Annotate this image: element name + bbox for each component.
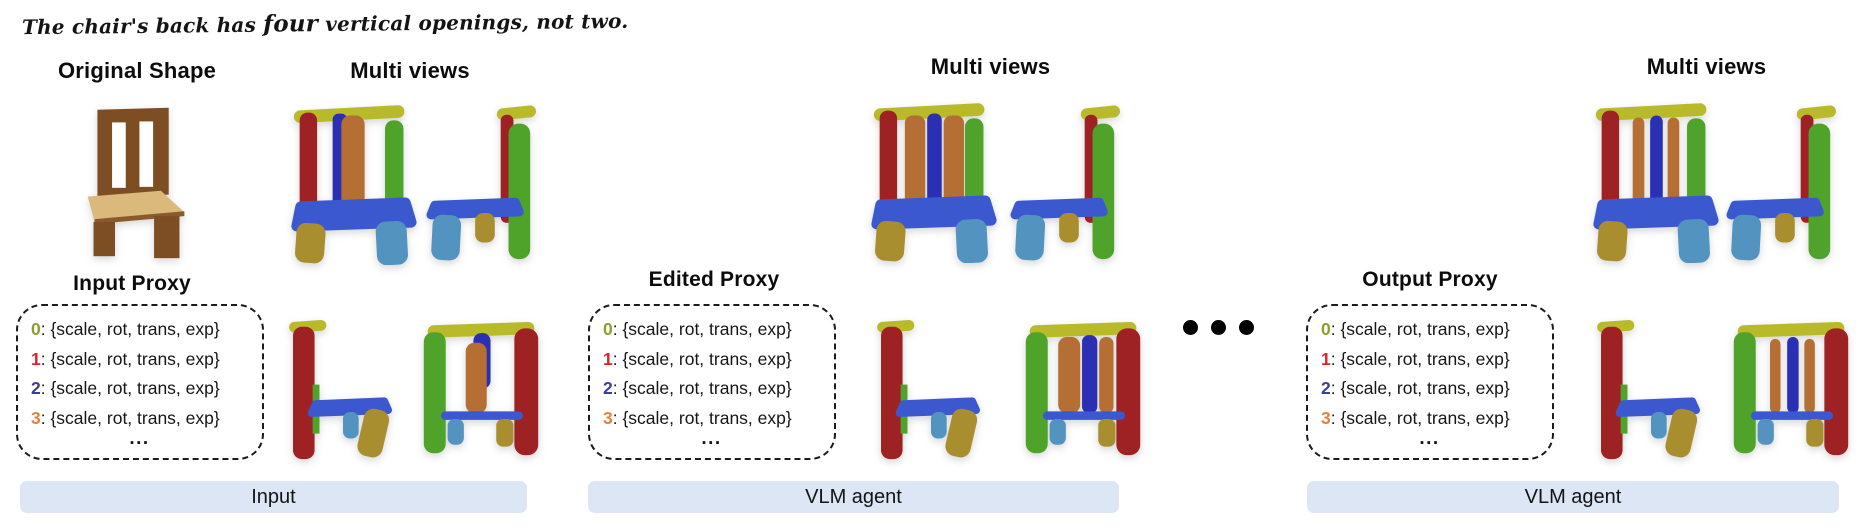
proxy-part-index: 3: [603, 407, 613, 428]
proxy-part-params: : {scale, rot, trans, exp}: [612, 319, 792, 339]
input-stage-bar: Input: [20, 481, 527, 513]
output-multiview-profile-render: [1594, 316, 1707, 463]
proxy-row: 3: {scale, rot, trans, exp}: [31, 404, 262, 434]
proxy-row: 3: {scale, rot, trans, exp}: [603, 404, 834, 434]
edited-multiview-side-render: [1008, 100, 1126, 267]
proxy-part-params: : {scale, rot, trans, exp}: [40, 348, 220, 369]
input-multiview-profile-render: [286, 316, 399, 463]
input-multiview-front-render: [288, 104, 418, 265]
proxy-row: 1: {scale, rot, trans, exp}: [603, 345, 834, 375]
edited-proxy-box: 0: {scale, rot, trans, exp} 1: {scale, r…: [588, 304, 836, 460]
dot-icon: [1211, 320, 1226, 335]
edited-multiview-back-render: [1025, 321, 1141, 456]
proxy-part-index: 3: [1321, 407, 1331, 428]
dot-icon: [1239, 320, 1254, 335]
proxy-part-index: 2: [1321, 378, 1331, 398]
proxy-part-index: 0: [31, 319, 41, 339]
proxy-row: 3: {scale, rot, trans, exp}: [1321, 404, 1552, 434]
input-proxy-header: Input Proxy: [73, 272, 191, 295]
annotation-prefix: The chair's back has: [21, 12, 264, 40]
proxy-part-index: 0: [1321, 319, 1331, 339]
proxy-part-index: 1: [603, 348, 613, 369]
edited-multiview-front-render: [868, 102, 998, 263]
original-shape-header: Original Shape: [57, 58, 217, 83]
annotation-suffix: vertical openings, not two.: [317, 8, 629, 37]
proxy-part-params: : {scale, rot, trans, exp}: [40, 319, 220, 339]
proxy-part-index: 1: [1321, 348, 1331, 369]
original-shape-render: [87, 107, 185, 259]
ellipsis-dots: [1183, 320, 1254, 335]
proxy-row: 2: {scale, rot, trans, exp}: [603, 374, 834, 404]
proxy-part-params: : {scale, rot, trans, exp}: [40, 378, 220, 398]
output-proxy-header: Output Proxy: [1362, 268, 1498, 291]
edited-proxy-header: Edited Proxy: [648, 268, 780, 291]
input-multiview-side-render: [424, 100, 542, 267]
proxy-ellipsis: ...: [1419, 428, 1440, 449]
multi-views-header-output: Multi views: [1646, 54, 1767, 79]
proxy-row: 0: {scale, rot, trans, exp}: [1321, 315, 1552, 345]
vlm-agent-stage-bar-2: VLM agent: [1307, 481, 1839, 513]
proxy-ellipsis: ...: [129, 428, 150, 449]
dot-icon: [1183, 320, 1198, 335]
output-multiview-back-render: [1733, 321, 1849, 456]
proxy-part-params: : {scale, rot, trans, exp}: [612, 407, 792, 428]
proxy-part-params: : {scale, rot, trans, exp}: [1330, 348, 1510, 369]
output-proxy-box: 0: {scale, rot, trans, exp} 1: {scale, r…: [1306, 304, 1554, 460]
proxy-part-index: 3: [31, 407, 41, 428]
proxy-part-params: : {scale, rot, trans, exp}: [40, 407, 220, 428]
output-multiview-front-render: [1590, 102, 1720, 263]
proxy-part-params: : {scale, rot, trans, exp}: [612, 348, 792, 369]
multi-views-header-input: Multi views: [350, 58, 470, 83]
proxy-row: 1: {scale, rot, trans, exp}: [31, 345, 262, 375]
proxy-row: 0: {scale, rot, trans, exp}: [31, 315, 262, 345]
proxy-ellipsis: ...: [701, 428, 722, 449]
annotation-emphasis: four: [263, 10, 319, 38]
proxy-part-index: 2: [603, 378, 613, 398]
proxy-row: 1: {scale, rot, trans, exp}: [1321, 345, 1552, 375]
proxy-row: 0: {scale, rot, trans, exp}: [603, 315, 834, 345]
proxy-part-index: 0: [603, 319, 613, 339]
proxy-part-index: 1: [31, 348, 41, 369]
proxy-part-index: 2: [31, 378, 41, 398]
multi-views-header-edited: Multi views: [930, 54, 1051, 79]
vlm-agent-stage-bar-1: VLM agent: [588, 481, 1119, 513]
proxy-row: 2: {scale, rot, trans, exp}: [1321, 374, 1552, 404]
input-proxy-box: 0: {scale, rot, trans, exp} 1: {scale, r…: [16, 304, 264, 460]
instruction-annotation: The chair's back has four vertical openi…: [22, 7, 629, 40]
proxy-row: 2: {scale, rot, trans, exp}: [31, 374, 262, 404]
proxy-part-params: : {scale, rot, trans, exp}: [1330, 378, 1510, 398]
input-multiview-back-render: [423, 321, 539, 456]
edited-multiview-profile-render: [874, 316, 987, 463]
proxy-part-params: : {scale, rot, trans, exp}: [612, 378, 792, 398]
proxy-part-params: : {scale, rot, trans, exp}: [1330, 407, 1510, 428]
proxy-part-params: : {scale, rot, trans, exp}: [1330, 319, 1510, 339]
output-multiview-side-render: [1724, 100, 1842, 267]
